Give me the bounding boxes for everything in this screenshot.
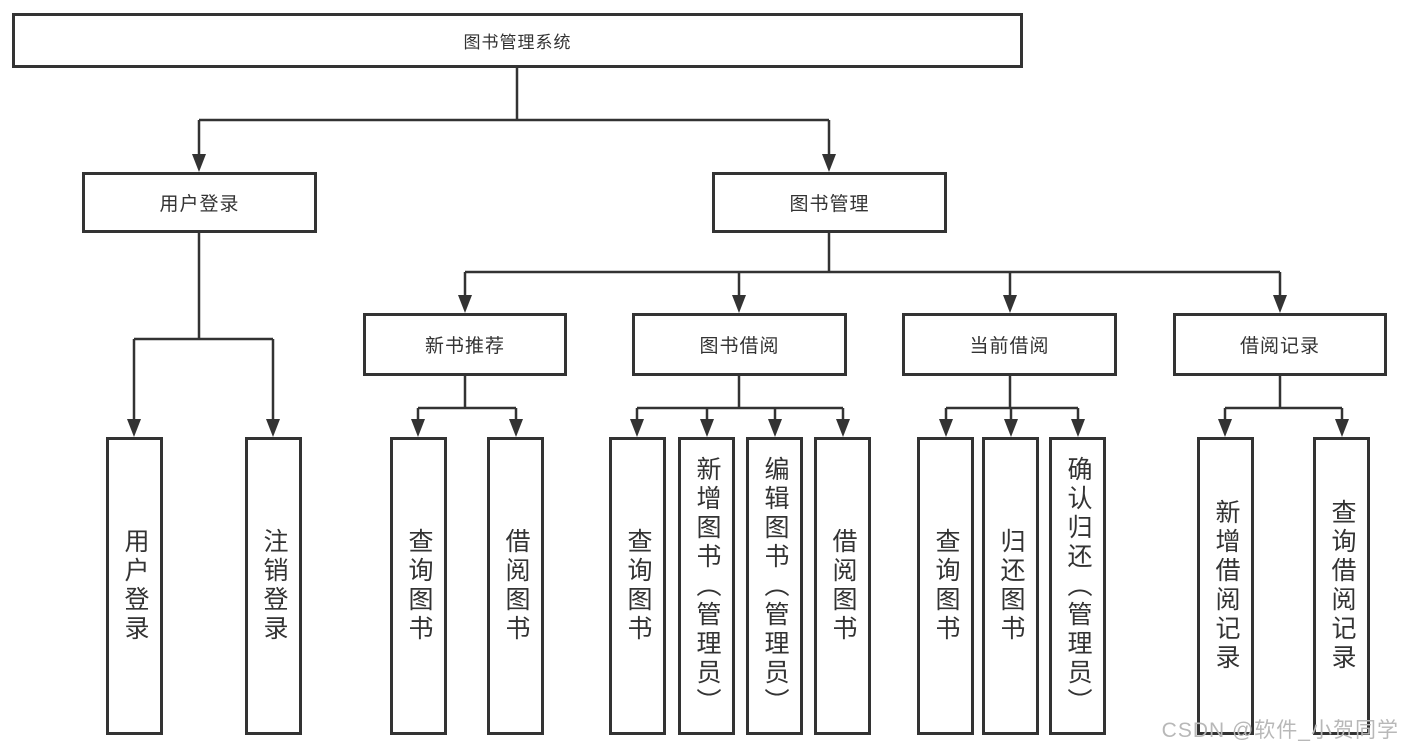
connector-root-to-level2 (192, 68, 836, 172)
leaf-query-books-2: 查询图书 (609, 437, 666, 735)
node-book-management: 图书管理 (712, 172, 947, 233)
connector-user-login-to-leaves (127, 233, 280, 437)
connector-current-borrow-to-leaves (939, 376, 1085, 437)
node-root-system: 图书管理系统 (12, 13, 1023, 68)
connector-borrow-record-to-leaves (1218, 376, 1349, 437)
node-borrow-record: 借阅记录 (1173, 313, 1387, 376)
csdn-watermark: CSDN @软件_小贺同学 (1161, 719, 1399, 742)
connector-book-mgmt-to-sections (458, 233, 1287, 313)
leaf-query-borrow-record: 查询借阅记录 (1313, 437, 1370, 735)
leaf-query-books-1: 查询图书 (390, 437, 447, 735)
leaf-edit-books-admin: 编辑图书（管理员） (746, 437, 803, 735)
leaf-borrow-books-1: 借阅图书 (487, 437, 544, 735)
leaf-query-books-3: 查询图书 (917, 437, 974, 735)
connector-new-book-to-leaves (411, 376, 523, 437)
connector-book-borrow-to-leaves (630, 376, 850, 437)
leaf-return-books: 归还图书 (982, 437, 1039, 735)
leaf-add-borrow-record: 新增借阅记录 (1197, 437, 1254, 735)
leaf-logout: 注销登录 (245, 437, 302, 735)
node-user-login: 用户登录 (82, 172, 317, 233)
node-new-book-recommend: 新书推荐 (363, 313, 567, 376)
leaf-user-login: 用户登录 (106, 437, 163, 735)
leaf-confirm-return-admin: 确认归还（管理员） (1049, 437, 1106, 735)
node-current-borrow: 当前借阅 (902, 313, 1117, 376)
leaf-add-books-admin: 新增图书（管理员） (678, 437, 735, 735)
leaf-borrow-books-2: 借阅图书 (814, 437, 871, 735)
node-book-borrow: 图书借阅 (632, 313, 847, 376)
